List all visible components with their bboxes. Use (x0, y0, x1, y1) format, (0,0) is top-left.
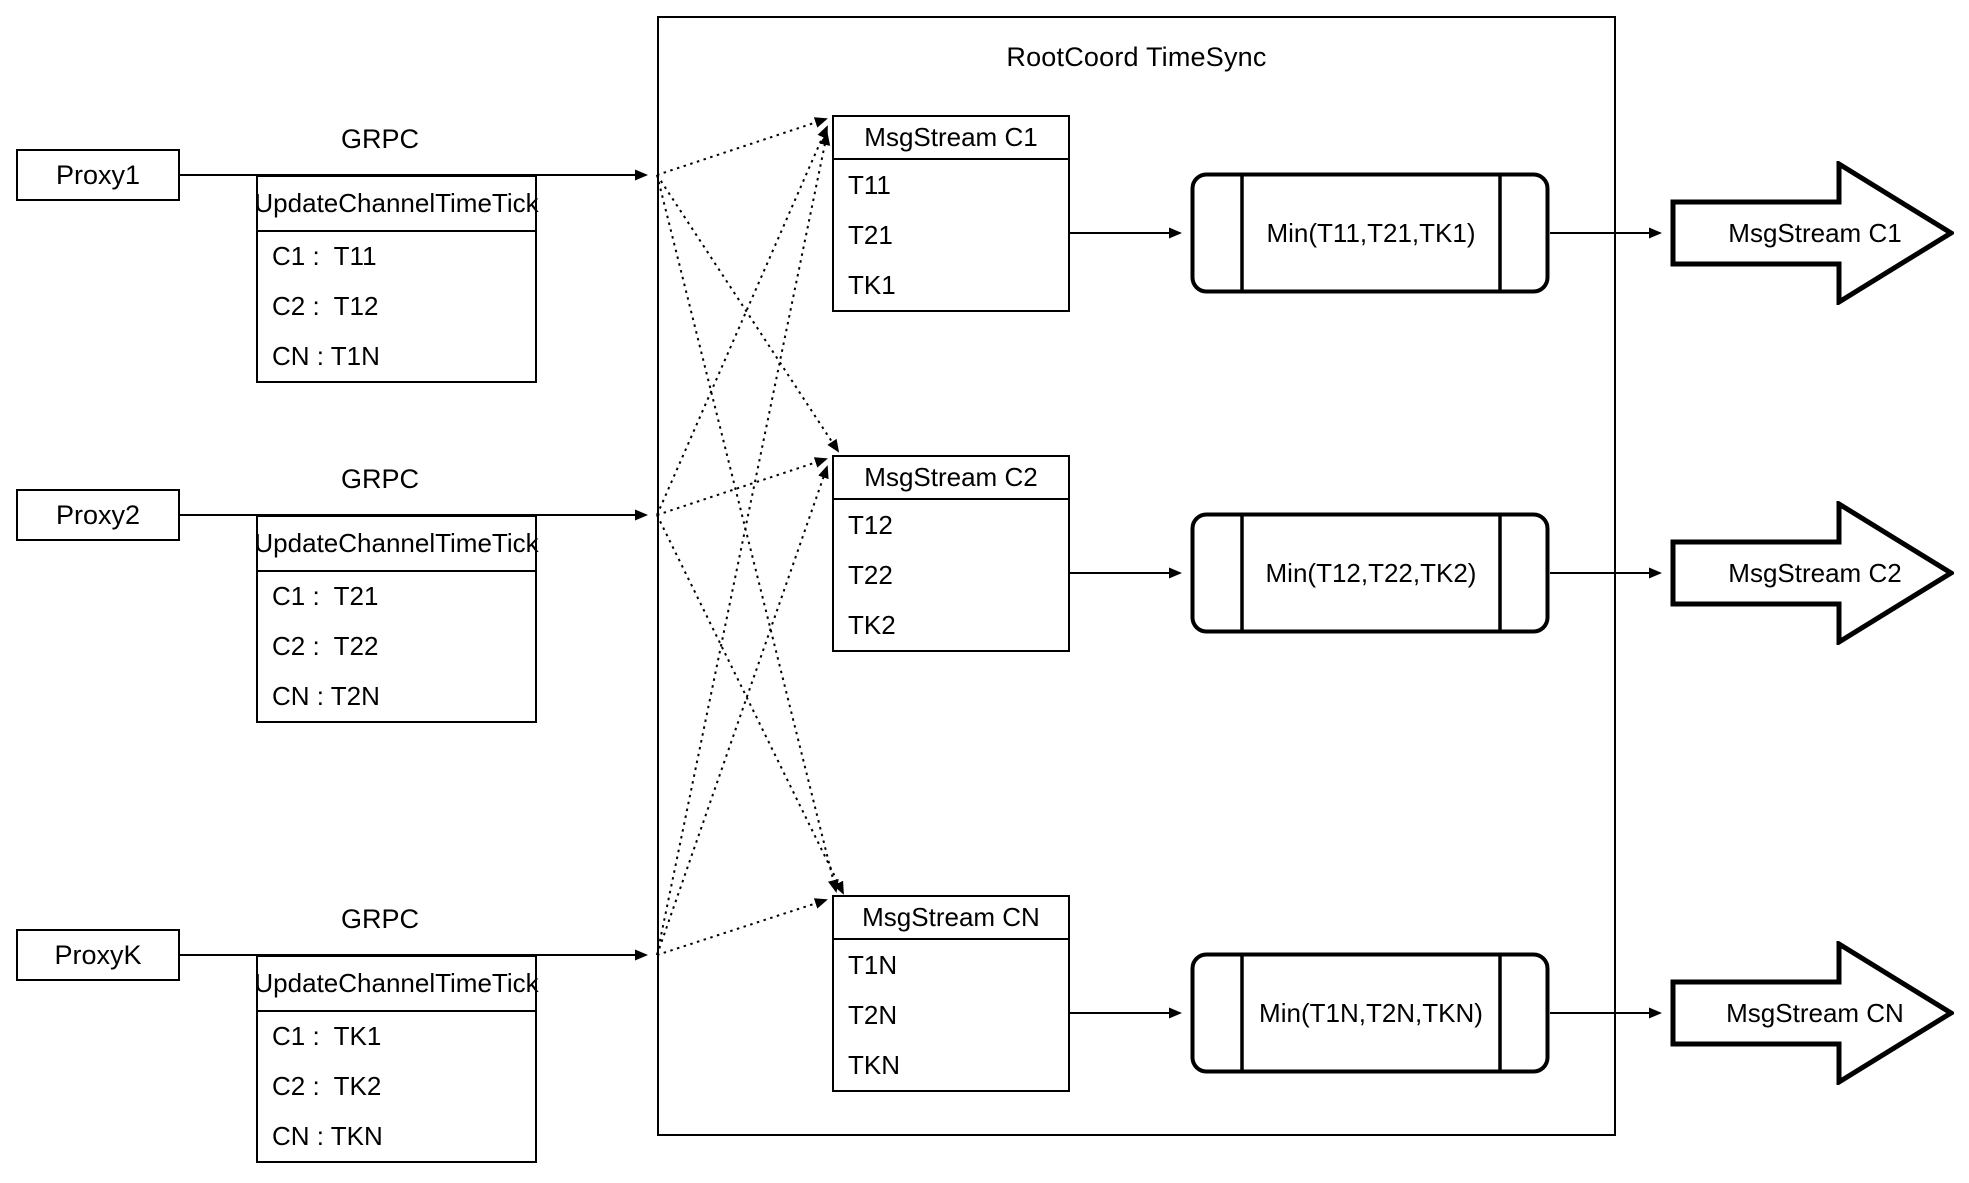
update-table-proxy2-header: UpdateChannelTimeTick (254, 517, 539, 572)
msgstream-c2-row-2: TK2 (848, 609, 896, 640)
fanout-line-p2-c1 (656, 125, 828, 516)
msgstream-c1-table-header: MsgStream C1 (834, 117, 1068, 160)
msgstream-cn-row-2: TKN (848, 1049, 900, 1080)
min-buffer-n-label: Min(T1N,T2N,TKN) (1259, 997, 1483, 1028)
msgstream-c2-row-0: T12 (848, 509, 893, 540)
proxy2-box: Proxy2 (16, 489, 180, 541)
fanout-line-p1-c2 (656, 174, 840, 453)
proxy2-label: Proxy2 (55, 499, 141, 530)
update-table-proxy1-header: UpdateChannelTimeTick (254, 177, 539, 232)
output-arrow-msgstream-cn: MsgStream CN (1670, 941, 1954, 1085)
min-buffer-1-shape (1190, 172, 1550, 294)
rootcoord-timesync-container (657, 16, 1616, 1136)
update-table-proxyk-row-cn: CN : TKN (272, 1120, 383, 1151)
msgstream-c2-table: MsgStream C2 T12 T22 TK2 (832, 455, 1070, 652)
output-arrow-msgstream-c1-label: MsgStream C1 (1728, 217, 1902, 248)
msgstream-c2-row-1: T22 (848, 559, 893, 590)
msgstream-cn-row-1: T2N (848, 999, 898, 1030)
update-table-proxy2-row-cn: CN : T2N (272, 680, 380, 711)
msgstream-cn-table: MsgStream CN T1N T2N TKN (832, 895, 1070, 1092)
update-table-proxyk-header: UpdateChannelTimeTick (254, 957, 539, 1012)
output-arrow-msgstream-c1: MsgStream C1 (1670, 161, 1954, 305)
update-table-proxy1: UpdateChannelTimeTick C1 : T11 C2 : T12 … (254, 175, 539, 383)
output-arrow-msgstream-cn-shape (1670, 941, 1954, 1085)
update-table-proxy1-row-cn: CN : T1N (272, 340, 380, 371)
update-table-proxy1-row-c2: C2 : T12 (272, 291, 379, 321)
msgstream-c1-row-1: T21 (848, 219, 893, 250)
proxy1-label: Proxy1 (55, 159, 141, 190)
msgstream-cn-table-header: MsgStream CN (834, 897, 1068, 940)
grpc-label-row1: GRPC (340, 123, 419, 154)
output-arrow-msgstream-cn-label: MsgStream CN (1726, 997, 1904, 1028)
output-arrow-msgstream-c2-shape (1670, 501, 1954, 645)
fanout-line-pk-cn (656, 898, 828, 956)
proxyk-box: ProxyK (16, 929, 180, 981)
grpc-label-row3: GRPC (340, 903, 419, 934)
rootcoord-timesync-title: RootCoord TimeSync (1006, 42, 1267, 72)
msgstream-c2-table-header: MsgStream C2 (834, 457, 1068, 500)
min-buffer-n: Min(T1N,T2N,TKN) (1190, 952, 1550, 1074)
fanout-line-p2-c2 (656, 457, 828, 516)
proxy1-box: Proxy1 (16, 149, 180, 201)
grpc-label-row2: GRPC (340, 463, 419, 494)
msgstream-c1-row-2: TK1 (848, 269, 896, 300)
min-buffer-1-label: Min(T11,T21,TK1) (1266, 217, 1476, 248)
fanout-line-p2-cn (656, 514, 844, 895)
msgstream-c1-table: MsgStream C1 T11 T21 TK1 (832, 115, 1070, 312)
msgstream-c1-row-0: T11 (848, 169, 891, 200)
output-arrow-msgstream-c2: MsgStream C2 (1670, 501, 1954, 645)
update-table-proxyk-row-c2: C2 : TK2 (272, 1071, 382, 1101)
msgstream-cn-row-0: T1N (848, 949, 898, 980)
proxyk-label: ProxyK (54, 939, 142, 970)
fanout-line-p1-c1 (656, 117, 828, 176)
update-table-proxyk: UpdateChannelTimeTick C1 : TK1 C2 : TK2 … (254, 955, 539, 1163)
update-table-proxy1-row-c1: C1 : T11 (272, 241, 377, 272)
update-table-proxy2-row-c2: C2 : T22 (272, 631, 379, 661)
min-buffer-2: Min(T12,T22,TK2) (1190, 512, 1550, 634)
min-buffer-1: Min(T11,T21,TK1) (1190, 172, 1550, 294)
min-buffer-2-shape (1190, 512, 1550, 634)
update-table-proxy2-row-c1: C1 : T21 (272, 581, 379, 612)
output-arrow-msgstream-c1-shape (1670, 161, 1954, 305)
update-table-proxy2: UpdateChannelTimeTick C1 : T21 C2 : T22 … (254, 515, 539, 723)
fanout-line-pk-c2 (656, 465, 829, 956)
update-table-proxyk-row-c1: C1 : TK1 (272, 1021, 382, 1052)
min-buffer-2-label: Min(T12,T22,TK2) (1265, 557, 1477, 588)
min-buffer-n-shape (1190, 952, 1550, 1074)
output-arrow-msgstream-c2-label: MsgStream C2 (1728, 557, 1902, 588)
